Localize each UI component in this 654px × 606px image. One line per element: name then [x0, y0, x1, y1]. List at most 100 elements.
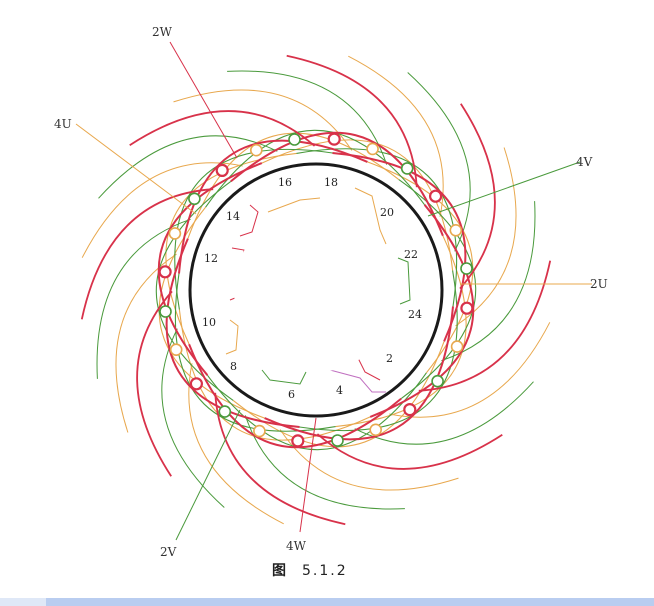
coil-v-15	[155, 180, 234, 401]
terminal-v-24	[288, 133, 301, 146]
terminal-w-5	[449, 224, 463, 237]
coil-return-v-21	[96, 218, 191, 379]
terminal-v-15	[218, 405, 232, 418]
slot-label-4: 4	[336, 384, 343, 397]
terminal-w-20	[168, 227, 182, 240]
coil-v-24	[296, 148, 458, 307]
coil-v-9	[206, 372, 427, 451]
coil-return-v-9	[441, 201, 536, 362]
terminal-u-7	[460, 301, 474, 315]
coils-phase-u	[80, 54, 552, 526]
lead-wires	[75, 41, 592, 541]
coil-u-7	[264, 306, 454, 441]
terminal-w-2	[366, 142, 379, 156]
slot-label-14: 14	[226, 210, 240, 223]
lead-wire-4v	[427, 161, 581, 217]
slot-label-24: 24	[408, 308, 422, 321]
coil-u-16	[157, 162, 263, 376]
terminal-u-13	[291, 434, 305, 448]
slot-label-6: 6	[288, 388, 295, 401]
figure-number: 5.1.2	[302, 563, 348, 579]
lead-label-2w: 2W	[152, 25, 173, 39]
terminal-u-16	[189, 377, 203, 391]
coil-u-19	[178, 139, 368, 274]
coil-return-w-17	[188, 363, 284, 525]
coil-v-3	[398, 179, 477, 400]
coil-u-10	[188, 343, 402, 449]
stator-core-circle	[188, 162, 444, 418]
figure-char: 图	[272, 563, 288, 579]
coil-return-u-7	[459, 103, 496, 290]
terminal-u-1	[327, 132, 341, 146]
lead-wire-2v	[175, 409, 241, 541]
lead-label-4w: 4W	[286, 539, 307, 553]
coil-return-w-2	[173, 89, 353, 151]
coil-return-v-3	[227, 70, 388, 165]
coil-return-u-1	[129, 110, 316, 147]
coil-return-w-8	[455, 147, 517, 327]
coil-v-6	[299, 270, 458, 432]
slot-label-2: 2	[386, 352, 393, 365]
lead-label-2u: 2U	[590, 277, 608, 291]
coil-return-u-4	[286, 54, 418, 188]
coil-u-4	[369, 204, 475, 418]
slot-label-20: 20	[380, 206, 394, 219]
winding-diagram: 2W 4U 4V 2U 2V 4W 16 18 20 22 24 2 4 6 8…	[54, 25, 608, 559]
coil-return-v-24	[98, 135, 278, 199]
terminal-v-6	[460, 262, 473, 275]
lead-label-4u: 4U	[54, 117, 72, 131]
slot-label-12: 12	[204, 252, 218, 265]
terminal-v-21	[188, 192, 201, 206]
lead-wire-2w	[169, 41, 238, 159]
coil-v-12	[174, 273, 336, 432]
coil-return-w-5	[348, 55, 444, 217]
figure-caption: 图 5.1.2	[272, 560, 348, 580]
terminal-u-10	[403, 403, 417, 417]
lead-label-2v: 2V	[160, 545, 177, 559]
bottom-scrollbar[interactable]	[0, 598, 654, 606]
slot-label-22: 22	[404, 248, 418, 261]
terminal-w-23	[249, 143, 263, 157]
coils-phase-v	[96, 70, 536, 510]
terminal-w-8	[450, 340, 464, 353]
coil-return-u-22	[80, 188, 214, 320]
coil-return-v-12	[354, 381, 534, 445]
coil-w-5	[335, 235, 467, 428]
scrollbar-thumb[interactable]	[46, 598, 654, 606]
lead-wire-4u	[75, 123, 197, 215]
coil-return-v-18	[161, 328, 225, 508]
lead-label-4v: 4V	[576, 155, 593, 169]
coil-v-18	[174, 148, 333, 310]
coil-return-u-10	[418, 260, 552, 392]
coil-return-v-6	[407, 72, 471, 252]
terminal-u-19	[158, 265, 172, 279]
terminal-v-18	[159, 305, 172, 318]
coil-return-w-11	[389, 322, 551, 418]
terminal-u-22	[215, 163, 229, 177]
coil-v-21	[205, 129, 426, 208]
coil-w-11	[178, 309, 371, 441]
coil-w-23	[261, 139, 454, 271]
coil-return-u-16	[214, 392, 346, 526]
terminal-v-3	[400, 162, 414, 175]
lead-wire-4w	[299, 417, 317, 533]
terminal-v-9	[431, 374, 444, 388]
slot-label-16: 16	[278, 176, 292, 189]
coil-return-u-19	[136, 290, 173, 477]
coil-u-1	[332, 152, 467, 342]
rotor-bore	[234, 208, 398, 372]
terminal-u-4	[429, 189, 443, 203]
slot-label-10: 10	[202, 316, 216, 329]
coil-w-17	[165, 152, 297, 345]
coil-return-w-20	[115, 253, 177, 433]
coil-w-2	[367, 161, 474, 374]
coil-return-v-15	[244, 415, 405, 510]
terminal-w-14	[253, 424, 266, 438]
terminal-w-17	[169, 343, 183, 357]
coil-terminals	[158, 132, 474, 448]
terminal-w-11	[369, 423, 383, 437]
terminal-v-12	[331, 434, 344, 447]
slot-label-18: 18	[324, 176, 338, 189]
coil-return-w-23	[81, 162, 243, 258]
